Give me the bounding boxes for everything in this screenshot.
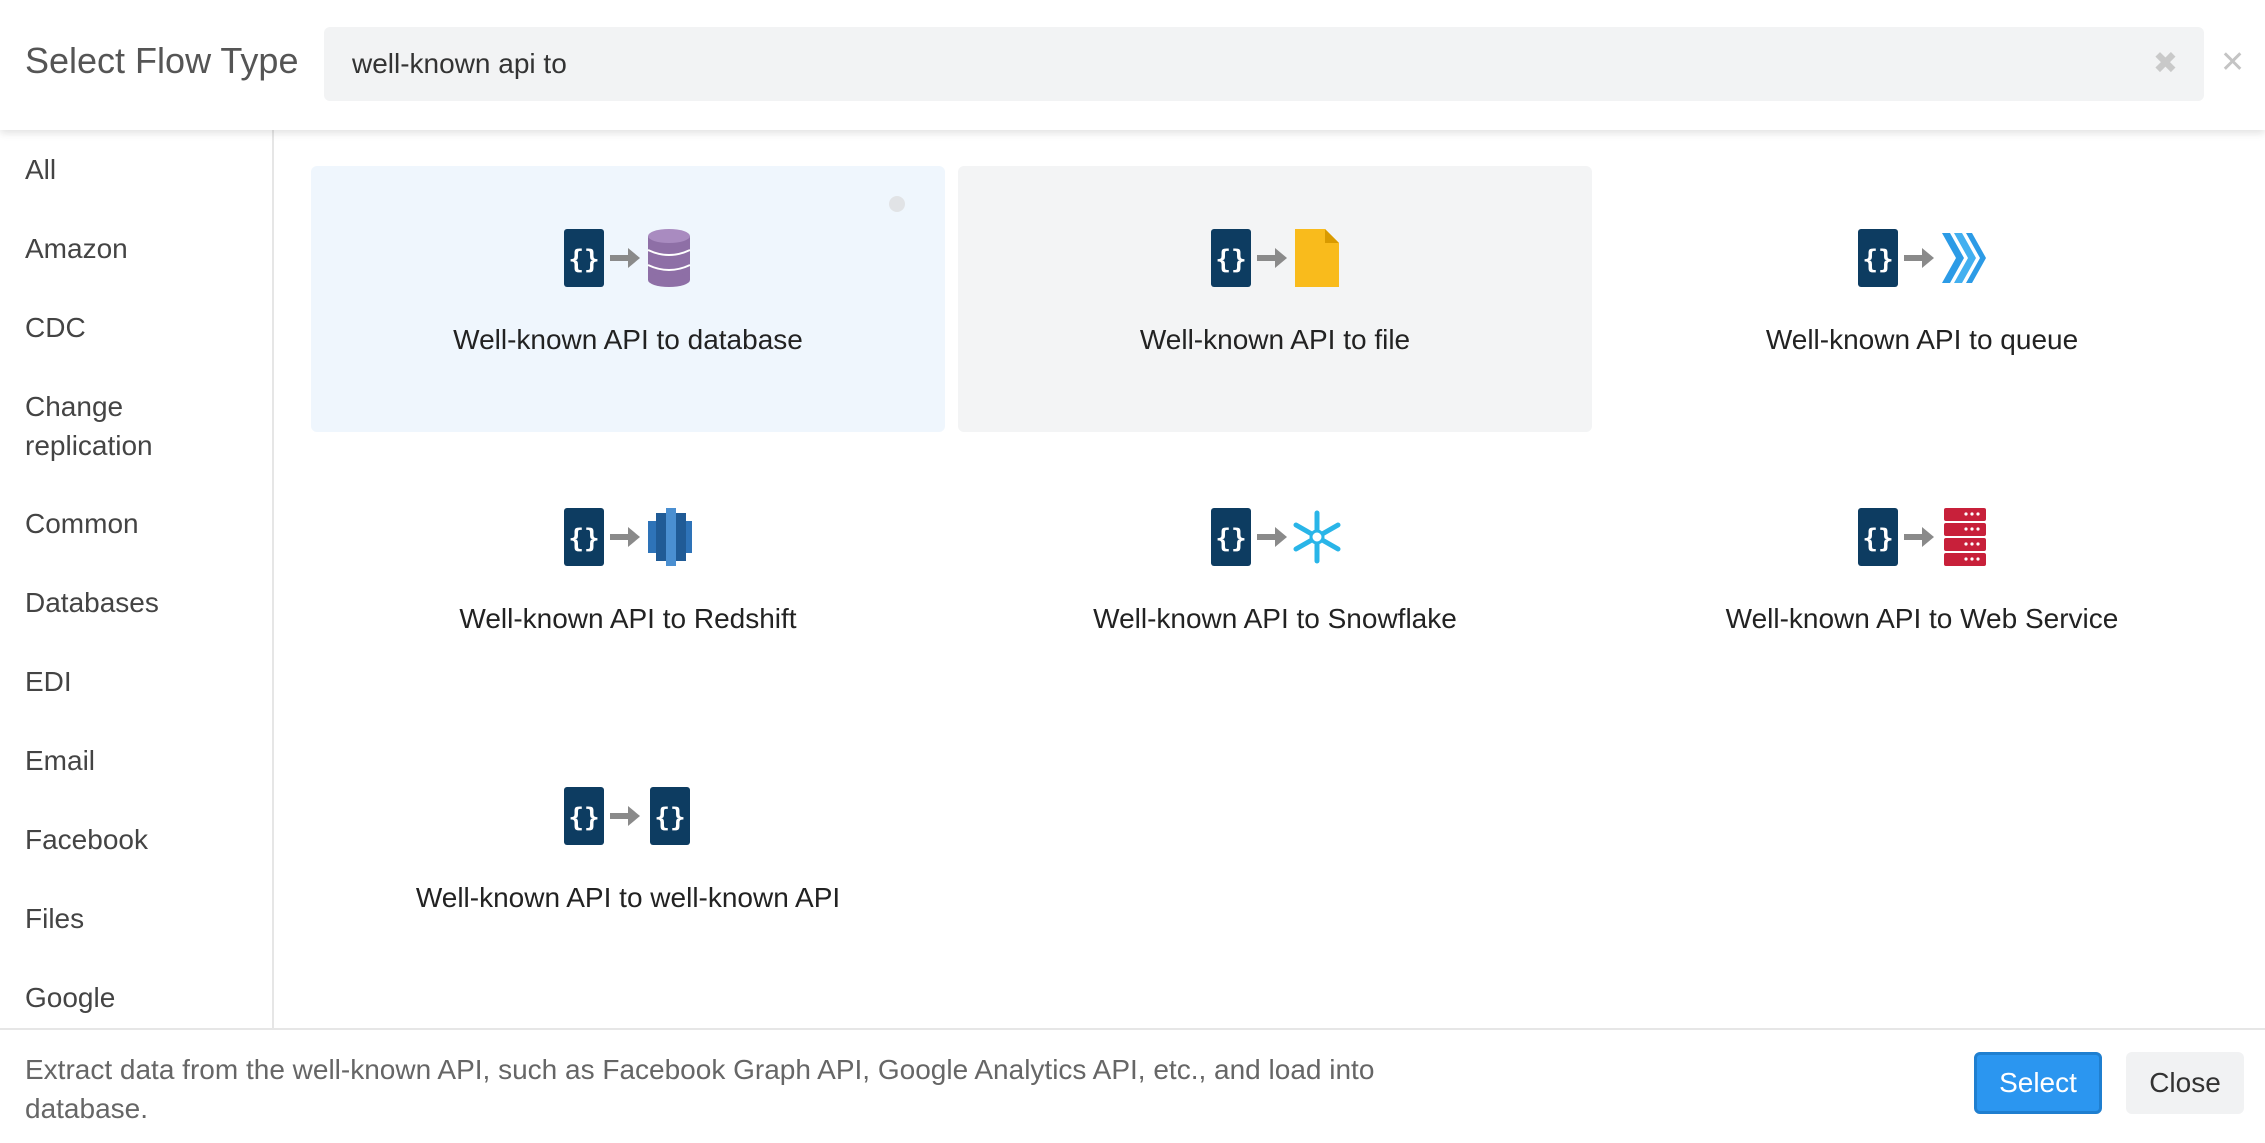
svg-text:{}: {} [1862, 245, 1893, 275]
sidebar-item-databases[interactable]: Databases [25, 587, 159, 618]
flow-card-well-known-api[interactable]: {} {} Well-known API to well-known API [311, 724, 945, 990]
flow-card-label: Well-known API to file [1139, 324, 1411, 355]
api-to-redshift-icon: {} [564, 508, 692, 566]
api-to-web-service-icon: {} [1858, 508, 1986, 566]
sidebar-item-all[interactable]: All [25, 154, 57, 185]
selected-indicator [889, 196, 905, 212]
api-to-api-icon: {} {} [564, 787, 690, 845]
flow-card-queue[interactable]: {} Well-known API to queue [1605, 166, 2239, 432]
sidebar-item-email[interactable]: Email [25, 745, 96, 776]
svg-text:{}: {} [1215, 524, 1246, 554]
sidebar-item-change-replication[interactable]: Change replication [25, 391, 153, 461]
flow-card-label: Well-known API to queue [1765, 324, 2079, 355]
sidebar-item-common[interactable]: Common [25, 508, 139, 539]
flow-card-label: Well-known API to well-known API [415, 882, 841, 913]
close-dialog-icon[interactable]: ✕ [2220, 46, 2246, 79]
category-sidebar: All Amazon CDC Change replication Common… [0, 130, 274, 1028]
flow-card-snowflake[interactable]: {} Well-known API to Snowflake [958, 445, 1592, 711]
flow-card-redshift[interactable]: {} Well-known API to Redshift [311, 445, 945, 711]
svg-text:{}: {} [654, 803, 685, 833]
api-to-database-icon: {} [564, 229, 691, 287]
flow-card-label: Well-known API to database [453, 324, 803, 355]
api-to-snowflake-icon: {} [1211, 508, 1341, 566]
svg-text:{}: {} [568, 803, 599, 833]
search-input[interactable] [324, 27, 2204, 101]
flow-type-grid: {} Well-known API to database {} Well-kn… [276, 130, 2265, 1028]
api-to-file-icon: {} [1211, 229, 1339, 287]
search-box: ✖ [324, 27, 2204, 101]
flow-description: Extract data from the well-known API, su… [25, 1054, 1375, 1124]
flow-card-label: Well-known API to Snowflake [1093, 603, 1457, 634]
flow-card-file[interactable]: {} Well-known API to file [958, 166, 1592, 432]
flow-card-database[interactable]: {} Well-known API to database [311, 166, 945, 432]
select-button[interactable]: Select [1974, 1052, 2102, 1114]
dialog-header: Select Flow Type ✖ ✕ [0, 0, 2265, 130]
flow-card-label: Well-known API to Redshift [459, 603, 797, 634]
svg-text:{}: {} [568, 245, 599, 275]
svg-text:{}: {} [1862, 524, 1893, 554]
sidebar-item-google[interactable]: Google [25, 982, 116, 1013]
flow-card-web-service[interactable]: {} Well-known API to Web Service [1605, 445, 2239, 711]
dialog-footer: Extract data from the well-known API, su… [0, 1028, 2265, 1143]
close-button[interactable]: Close [2126, 1052, 2244, 1114]
sidebar-item-files[interactable]: Files [25, 903, 85, 934]
svg-text:{}: {} [1215, 245, 1246, 275]
api-to-queue-icon: {} [1858, 229, 1986, 287]
flow-card-label: Well-known API to Web Service [1725, 603, 2119, 634]
sidebar-item-cdc[interactable]: CDC [25, 312, 86, 343]
dialog-title: Select Flow Type [25, 40, 299, 81]
sidebar-item-amazon[interactable]: Amazon [25, 233, 128, 264]
clear-search-icon[interactable]: ✖ [2152, 47, 2178, 80]
sidebar-item-facebook[interactable]: Facebook [25, 824, 148, 855]
sidebar-item-edi[interactable]: EDI [25, 666, 72, 697]
svg-text:{}: {} [568, 524, 599, 554]
